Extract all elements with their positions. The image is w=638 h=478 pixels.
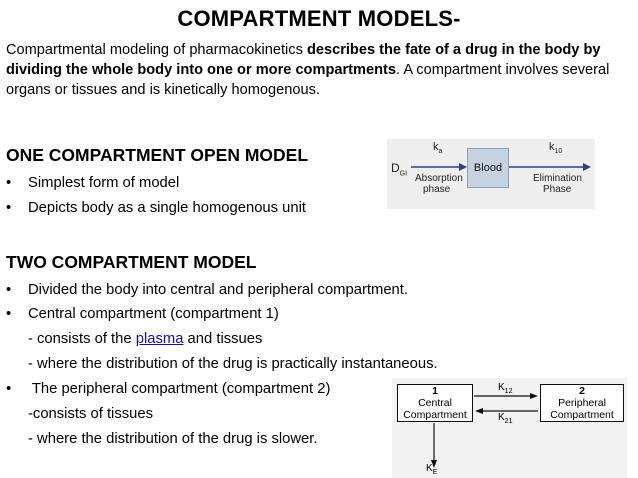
flow-arrows: [411, 163, 591, 171]
bullet-item: • The peripheral compartment (compartmen…: [6, 381, 330, 397]
two-compartment-heading: TWO COMPARTMENT MODEL: [6, 252, 257, 272]
sub-line-text: - consists of the: [28, 331, 136, 347]
intro-text-1: Compartmental modeling of pharmacokineti…: [6, 42, 307, 58]
bullet-symbol: •: [6, 282, 12, 298]
one-compartment-diagram: DGI ka Absorption phase Blood k10 Elimin…: [387, 139, 595, 209]
bullet-symbol: •: [6, 306, 12, 322]
intro-text-2: . A compartment involves several organs …: [6, 62, 610, 98]
dose-label: DGI: [391, 161, 408, 178]
bullet-item: • Central compartment (compartment 1): [6, 306, 279, 322]
plasma-link[interactable]: plasma: [135, 331, 184, 347]
sub-line: -consists of tissues: [28, 406, 153, 422]
central-compartment-box: 1 Central Compartment: [397, 384, 473, 422]
bullet-item: • Divided the body into central and perip…: [6, 282, 408, 298]
k21-label: K21: [498, 412, 513, 425]
sub-line-text: and tissues: [183, 331, 263, 347]
two-compartment-diagram: 1 Central Compartment 2 Peripheral Compa…: [392, 378, 627, 478]
transfer-arrows: [431, 393, 538, 468]
sub-line: - where the distribution of the drug is …: [28, 356, 438, 372]
bullet-text: Divided the body into central and periph…: [28, 282, 409, 298]
page-title: COMPARTMENT MODELS-: [177, 6, 461, 31]
bullet-symbol: •: [6, 381, 12, 397]
bullet-item: • Simplest form of model: [6, 175, 179, 191]
k12-label: K12: [498, 382, 513, 395]
bullet-text: Simplest form of model: [28, 175, 180, 191]
sub-line: - consists of the plasma and tissues: [28, 331, 262, 347]
bullet-text: Central compartment (compartment 1): [28, 306, 279, 322]
ke-label: KE: [426, 463, 438, 476]
blood-compartment: Blood: [467, 148, 509, 188]
sub-line: - where the distribution of the drug is …: [28, 431, 318, 447]
one-compartment-heading: ONE COMPARTMENT OPEN MODEL: [6, 145, 309, 165]
bullet-text: Depicts body as a single homogenous unit: [28, 200, 307, 216]
absorption-phase-label: Absorption phase: [415, 173, 463, 195]
bullet-text: The peripheral compartment (compartment …: [28, 381, 331, 397]
bullet-symbol: •: [6, 200, 12, 216]
ka-label: ka: [433, 141, 443, 156]
peripheral-compartment-box: 2 Peripheral Compartment: [540, 384, 624, 422]
bullet-symbol: •: [6, 175, 12, 191]
k10-label: k10: [549, 141, 563, 156]
intro-bold-text: describes the fate of a drug in the body…: [6, 42, 601, 78]
intro-paragraph: Compartmental modeling of pharmacokineti…: [6, 40, 634, 100]
elimination-phase-label: Elimination Phase: [533, 173, 582, 195]
bullet-item: • Depicts body as a single homogenous uni…: [6, 200, 306, 216]
